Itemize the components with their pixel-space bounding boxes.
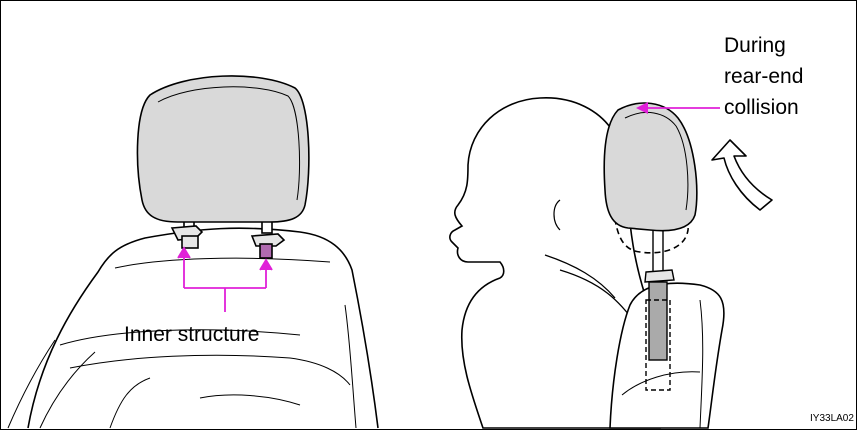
- inner-structure-label: Inner structure: [124, 323, 259, 347]
- during-collision-label: During rear-end collision: [724, 30, 803, 123]
- motion-arrow-icon: [712, 140, 772, 210]
- during-label-line-3: collision: [724, 92, 803, 123]
- figure-code: IY33LA02: [810, 413, 854, 424]
- during-label-line-2: rear-end: [724, 61, 803, 92]
- during-label-line-1: During: [724, 30, 803, 61]
